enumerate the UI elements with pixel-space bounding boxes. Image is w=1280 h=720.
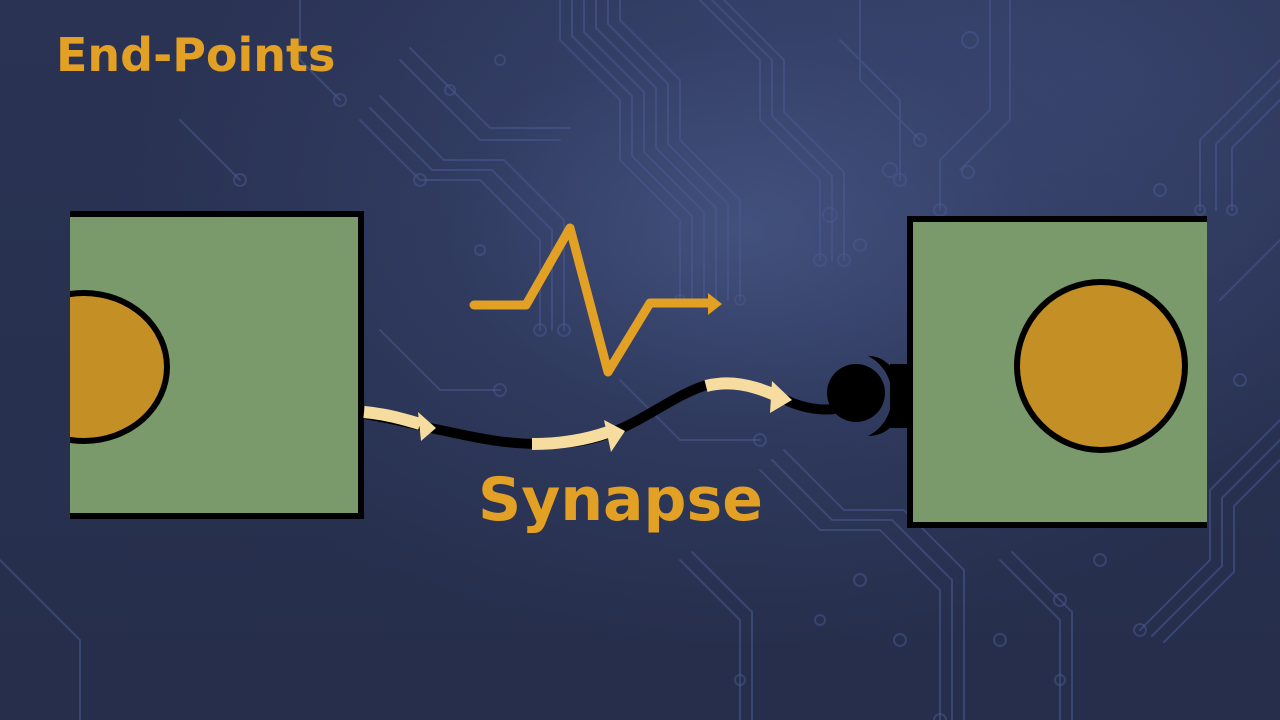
synapse-knob-icon <box>827 356 912 436</box>
synapse-label: Synapse <box>478 465 763 535</box>
right-neuron-node <box>907 216 1207 528</box>
left-neuron-node <box>70 211 364 519</box>
slide-title: End-Points <box>56 28 336 82</box>
pulse-signal-icon <box>469 223 722 377</box>
right-neuron-nucleus <box>1014 279 1188 453</box>
signal-flow-arrows <box>363 377 778 450</box>
signal-flow-arrowheads <box>418 381 792 452</box>
